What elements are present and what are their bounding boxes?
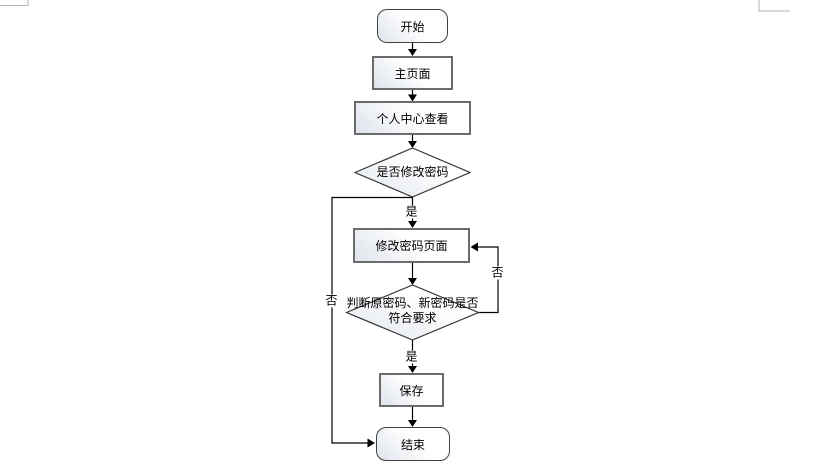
arrowhead-down-icon [408, 49, 417, 56]
node-label: 修改密码页面 [375, 239, 448, 253]
decision-label-line1: 判断原密码、新密码是否 [346, 296, 479, 310]
arrowhead-down-icon [408, 420, 417, 427]
flowchart-node-start: 开始 [377, 9, 448, 43]
arrowhead-down-icon [408, 366, 417, 373]
flowchart-node-decision-password-valid [344, 284, 481, 341]
flowchart-node-decision-modify-password [353, 147, 472, 198]
flowchart-node-end: 结束 [376, 427, 450, 461]
decision-password-valid-label: 判断原密码、新密码是否 符合要求 [340, 296, 485, 326]
flowchart-node-personal-center: 个人中心查看 [354, 101, 471, 135]
edge-label-yes-valid: 是 [404, 349, 419, 364]
edge-label-no-right: 否 [490, 265, 505, 280]
flowchart-node-modify-password-page: 修改密码页面 [353, 228, 470, 263]
connector-decision1-no-loop [331, 196, 413, 444]
node-label: 主页面 [394, 66, 431, 81]
node-label: 开始 [400, 19, 425, 34]
arrowhead-left-icon [470, 242, 478, 252]
node-label: 个人中心查看 [376, 111, 449, 126]
arrowhead-down-icon [408, 221, 417, 228]
page-corner-mark-right [758, 0, 790, 12]
decision-label-line2: 符合要求 [388, 311, 437, 325]
arrowhead-down-icon [408, 94, 417, 102]
decision-modify-password-label: 是否修改密码 [376, 165, 449, 179]
flowchart-node-save: 保存 [379, 373, 444, 407]
node-label: 结束 [400, 437, 425, 452]
page-corner-mark-left [0, 0, 29, 6]
arrowhead-down-icon [408, 278, 417, 285]
node-label: 保存 [399, 383, 424, 398]
arrowhead-right-icon [367, 438, 375, 448]
arrowhead-down-icon [408, 141, 417, 148]
edge-label-no-left: 否 [324, 293, 339, 308]
flowchart-node-main-page: 主页面 [372, 56, 453, 90]
edge-label-yes-modify: 是 [404, 204, 419, 219]
connector-decision2-no-loop [478, 246, 499, 314]
